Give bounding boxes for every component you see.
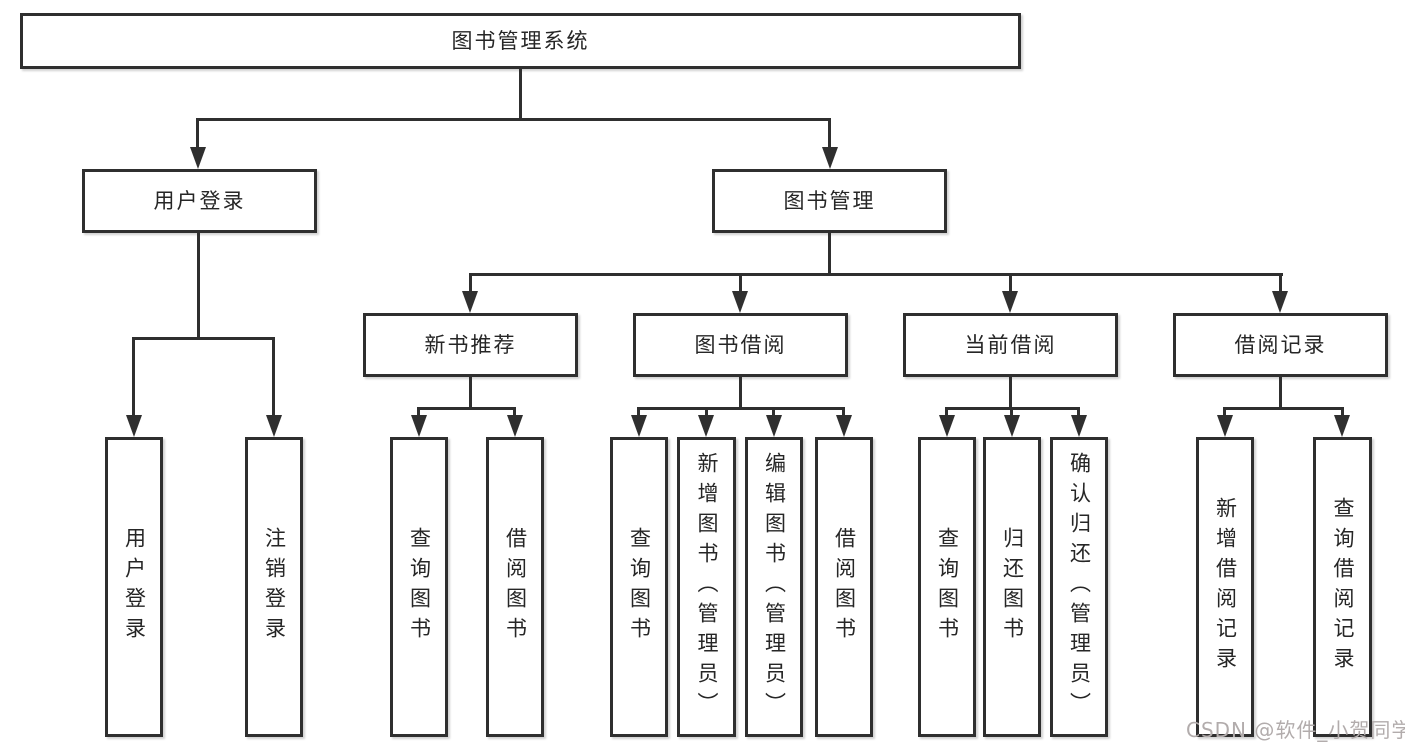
leaf-add-borrow-record: 新增借阅记录 <box>1196 437 1254 737</box>
arrow-down-icon <box>1004 415 1020 437</box>
node-label: 图书借阅 <box>694 332 787 357</box>
node-book-borrow: 图书借阅 <box>633 313 848 377</box>
connector-rail <box>637 407 845 410</box>
node-label: 新增借阅记录 <box>1213 497 1238 677</box>
connector-level3-rail <box>469 273 1283 276</box>
arrow-down-icon <box>1217 415 1233 437</box>
connector-stem <box>1009 377 1012 410</box>
node-label: 新增图书（管理员） <box>695 452 719 722</box>
connector-drop <box>513 407 516 417</box>
leaf-borrow-books: 借阅图书 <box>815 437 873 737</box>
node-label: 当前借阅 <box>964 332 1057 357</box>
connector-rail <box>1223 407 1344 410</box>
leaf-borrow-books-recommend: 借阅图书 <box>486 437 544 737</box>
node-label: 查询图书 <box>627 527 652 647</box>
leaf-confirm-return-admin: 确认归还（管理员） <box>1050 437 1108 737</box>
node-borrow-records: 借阅记录 <box>1173 313 1388 377</box>
node-label: 用户登录 <box>153 188 246 213</box>
connector-drop <box>739 273 742 293</box>
arrow-down-icon <box>698 415 714 437</box>
connector-drop <box>1077 407 1080 417</box>
node-label: 图书管理 <box>783 188 876 213</box>
node-label: 归还图书 <box>1000 527 1025 647</box>
node-label: 图书管理系统 <box>451 28 590 53</box>
connector-drop <box>637 407 640 417</box>
node-label: 借阅记录 <box>1234 332 1327 357</box>
connector-drop <box>272 337 275 417</box>
connector-stem <box>739 377 742 410</box>
arrow-down-icon <box>411 415 427 437</box>
connector-level2-rail <box>196 118 831 121</box>
leaf-user-login: 用户登录 <box>105 437 163 737</box>
leaf-edit-book-admin: 编辑图书（管理员） <box>745 437 803 737</box>
connector-drop-user-login <box>196 118 199 150</box>
leaf-query-books-recommend: 查询图书 <box>390 437 448 737</box>
arrow-down-icon <box>507 415 523 437</box>
arrow-down-icon <box>1334 415 1350 437</box>
connector-book-management-stem <box>828 233 831 276</box>
connector-drop <box>132 337 135 417</box>
node-library-management-system: 图书管理系统 <box>20 13 1021 69</box>
connector-drop <box>705 407 708 417</box>
node-label: 注销登录 <box>262 527 287 647</box>
node-label: 新书推荐 <box>424 332 517 357</box>
node-user-login: 用户登录 <box>82 169 317 233</box>
node-new-book-recommend: 新书推荐 <box>363 313 578 377</box>
connector-drop-book-management <box>828 118 831 150</box>
node-current-borrow: 当前借阅 <box>903 313 1118 377</box>
arrow-down-icon <box>766 415 782 437</box>
node-book-management: 图书管理 <box>712 169 947 233</box>
node-label: 查询图书 <box>935 527 960 647</box>
leaf-add-book-admin: 新增图书（管理员） <box>677 437 736 737</box>
arrow-down-icon <box>836 415 852 437</box>
node-label: 借阅图书 <box>503 527 528 647</box>
arrow-down-icon <box>732 291 748 313</box>
arrow-down-icon <box>1272 291 1288 313</box>
connector-drop <box>772 407 775 417</box>
node-label: 查询图书 <box>407 527 432 647</box>
connector-stem <box>1279 377 1282 410</box>
node-label: 确认归还（管理员） <box>1067 452 1092 722</box>
node-label: 编辑图书（管理员） <box>762 452 787 722</box>
connector-stem <box>469 377 472 410</box>
arrow-down-icon <box>939 415 955 437</box>
connector-drop <box>417 407 420 417</box>
connector-drop <box>842 407 845 417</box>
leaf-return-book: 归还图书 <box>983 437 1041 737</box>
connector-drop <box>1341 407 1344 417</box>
leaf-logout: 注销登录 <box>245 437 303 737</box>
leaf-query-borrow-record: 查询借阅记录 <box>1313 437 1372 737</box>
node-label: 借阅图书 <box>832 527 857 647</box>
arrow-down-icon <box>1071 415 1087 437</box>
connector-rail <box>417 407 516 410</box>
arrow-down-icon <box>822 147 838 169</box>
arrow-down-icon <box>462 291 478 313</box>
connector-drop <box>1279 273 1282 293</box>
connector-user-login-stem <box>197 233 200 340</box>
connector-drop <box>1010 407 1013 417</box>
connector-root-stem <box>519 69 522 121</box>
leaf-query-books-borrow: 查询图书 <box>610 437 668 737</box>
leaf-query-books-current: 查询图书 <box>918 437 976 737</box>
csdn-watermark: CSDN @软件_小贺同学 <box>1186 718 1405 742</box>
arrow-down-icon <box>631 415 647 437</box>
arrow-down-icon <box>266 415 282 437</box>
connector-user-login-rail <box>132 337 275 340</box>
node-label: 查询借阅记录 <box>1331 497 1355 677</box>
connector-drop <box>1009 273 1012 293</box>
connector-drop <box>945 407 948 417</box>
arrow-down-icon <box>126 415 142 437</box>
connector-drop <box>1223 407 1226 417</box>
node-label: 用户登录 <box>122 527 147 647</box>
connector-drop <box>469 273 472 293</box>
arrow-down-icon <box>190 147 206 169</box>
arrow-down-icon <box>1002 291 1018 313</box>
